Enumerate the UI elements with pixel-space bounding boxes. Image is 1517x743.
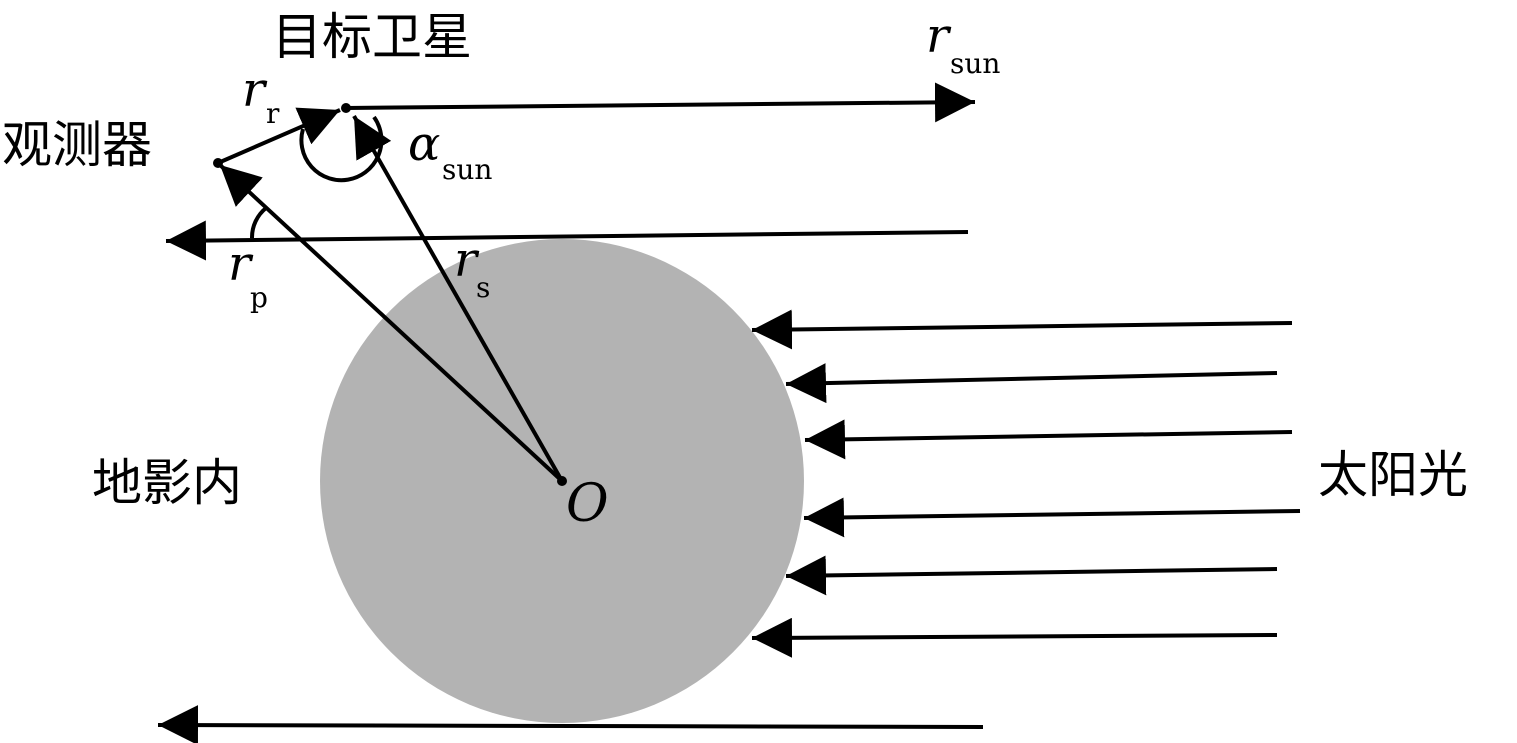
- label-r-p: r: [228, 236, 251, 292]
- label-alpha-sun-subscript: sun: [442, 153, 493, 186]
- label-r-sun-subscript: sun: [950, 47, 1001, 80]
- vector-r-s: [352, 115, 564, 482]
- vector-r-p: [218, 163, 564, 483]
- label-earth-shadow: 地影内: [92, 454, 242, 512]
- label-target-satellite: 目标卫星: [272, 8, 472, 66]
- sunlight-ray: [804, 419, 1293, 460]
- sunlight-ray: [803, 497, 1301, 538]
- label-r-s: r: [454, 232, 477, 288]
- target-satellite-point: [341, 103, 351, 113]
- label-origin: O: [566, 474, 609, 534]
- label-r-p-subscript: p: [250, 281, 268, 314]
- label-r-r-subscript: r: [266, 97, 280, 130]
- label-r-sun: r: [926, 8, 949, 64]
- sunlight-ray-bottom: [157, 705, 984, 743]
- sunlight-ray: [751, 309, 1293, 350]
- sunlight-ray: [751, 617, 1278, 658]
- vector-r-r: [217, 107, 341, 165]
- label-sunlight: 太阳光: [1318, 446, 1468, 504]
- sunlight-ray: [785, 555, 1278, 596]
- label-r-s-subscript: s: [476, 271, 491, 304]
- angle-arc-alpha-sun: [299, 115, 384, 183]
- angle-arc-observer: [249, 206, 268, 239]
- observer-point: [213, 158, 223, 168]
- vector-r-sun: [345, 82, 976, 123]
- earth-center-point: [557, 476, 567, 486]
- sunlight-ray: [785, 363, 1278, 404]
- label-r-r: r: [242, 62, 265, 118]
- label-alpha-sun: α: [408, 116, 441, 172]
- label-observer: 观测器: [2, 116, 152, 174]
